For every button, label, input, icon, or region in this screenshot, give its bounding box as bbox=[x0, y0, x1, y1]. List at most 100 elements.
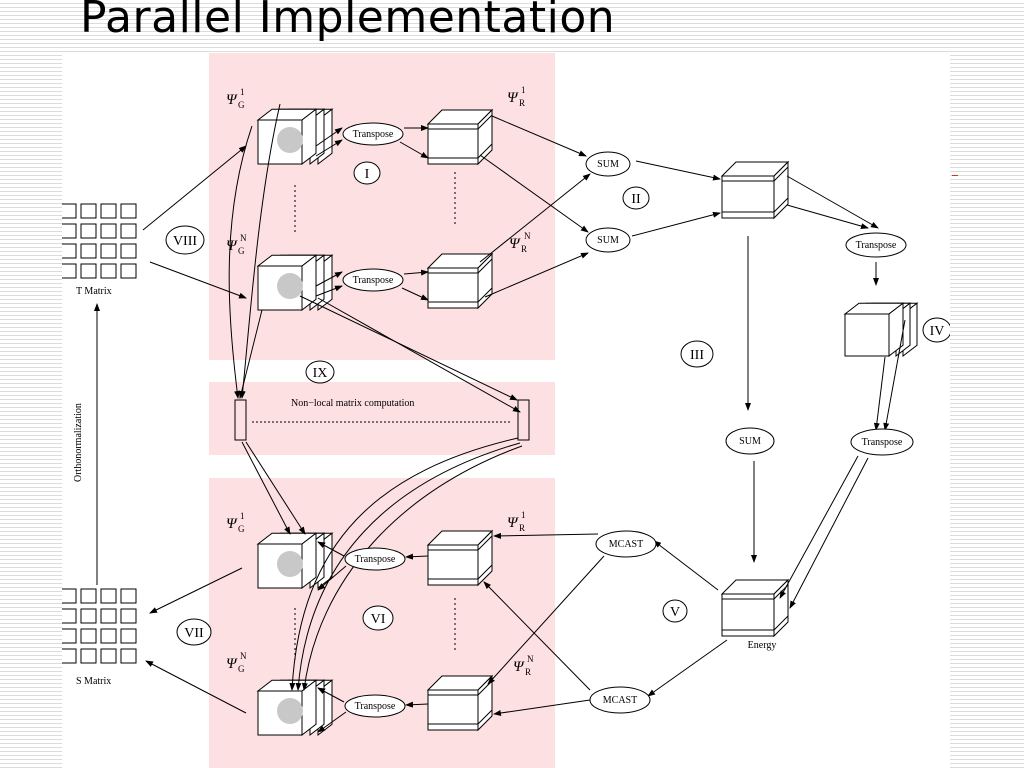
s-matrix-cell bbox=[100, 588, 117, 604]
t-matrix-cell bbox=[80, 203, 97, 219]
cube-psi-g-n-bottom bbox=[256, 679, 334, 737]
psi-g-n-top-sup: N bbox=[240, 233, 247, 243]
step-VII-label: VII bbox=[184, 626, 204, 641]
op-mcast-1: MCAST bbox=[595, 530, 657, 558]
op-sum-1-label: SUM bbox=[597, 159, 619, 170]
psi-g-1-bot-sup: 1 bbox=[240, 511, 245, 521]
edge-mcast2-r1 bbox=[483, 581, 591, 691]
s-matrix-cell bbox=[62, 608, 77, 624]
cube-summed-density bbox=[720, 160, 790, 220]
t-matrix-cell bbox=[62, 243, 77, 259]
step-VIII: VIII bbox=[165, 225, 205, 255]
s-matrix-cell bbox=[62, 588, 77, 604]
psi-r-n-bot: Ψ R N bbox=[513, 654, 534, 677]
psi-r-1-bot-sub: R bbox=[519, 523, 525, 533]
step-IV: IV bbox=[922, 317, 950, 343]
step-VI-label: VI bbox=[371, 612, 386, 627]
cube-psi-r-1-bottom bbox=[426, 529, 494, 587]
op-transpose-right-label: Transpose bbox=[856, 240, 897, 251]
edge-gn-nonlocal bbox=[238, 309, 263, 399]
step-IV-label: IV bbox=[930, 324, 945, 339]
step-VIII-label: VIII bbox=[173, 234, 197, 249]
cube-psi-g-n-top bbox=[256, 254, 334, 312]
step-I-label: I bbox=[365, 167, 370, 182]
t-matrix-cell bbox=[62, 203, 77, 219]
edge-r1-sum2 bbox=[479, 154, 589, 233]
step-VII: VII bbox=[176, 618, 212, 646]
psi-g-1-top-symbol: Ψ bbox=[226, 92, 238, 108]
edge-r1b-transpose bbox=[405, 553, 429, 560]
step-II: II bbox=[622, 186, 650, 210]
edge-rn-sum1 bbox=[479, 173, 591, 263]
diagram-panel: T Matrix S Matrix Orthonormalization Non… bbox=[62, 52, 950, 768]
t-matrix-cell bbox=[100, 243, 117, 259]
psi-r-1-top-sub: R bbox=[519, 98, 525, 108]
psi-r-1-top: Ψ R 1 bbox=[507, 85, 526, 108]
t-matrix-cell bbox=[80, 263, 97, 279]
energy-label: Energy bbox=[748, 640, 777, 651]
psi-r-n-top-sub: R bbox=[521, 244, 527, 254]
edge-rnb-transpose bbox=[405, 701, 429, 708]
edge-cube-transpose-right bbox=[786, 175, 879, 229]
slide-title: Parallel Implementation bbox=[80, 0, 616, 43]
op-transpose-bot1: Transpose bbox=[344, 547, 406, 571]
t-matrix-label: T Matrix bbox=[76, 286, 112, 297]
psi-g-1-bot: Ψ G 1 bbox=[226, 511, 245, 534]
psi-r-n-top-sup: N bbox=[524, 231, 531, 241]
psi-r-1-top-sup: 1 bbox=[521, 85, 526, 95]
op-transpose-topn: Transpose bbox=[342, 268, 404, 292]
op-transpose-topn-label: Transpose bbox=[353, 275, 394, 286]
orthonormalization-label: Orthonormalization bbox=[73, 403, 84, 482]
op-transpose-bot1-label: Transpose bbox=[355, 554, 396, 565]
nonlocal-label: Non−local matrix computation bbox=[291, 398, 414, 409]
edge-gn-nonlocal-right bbox=[299, 295, 518, 401]
t-matrix-cell bbox=[100, 203, 117, 219]
edge-sum2-cube bbox=[631, 211, 721, 237]
edge-cube-transpose-lower-b bbox=[883, 319, 906, 431]
edge-nonlocal-g1b-b bbox=[245, 441, 306, 535]
psi-g-1-bot-symbol: Ψ bbox=[226, 516, 238, 532]
step-V-label: V bbox=[670, 605, 680, 620]
psi-r-1-bot-sup: 1 bbox=[521, 510, 526, 520]
s-matrix-cell bbox=[100, 608, 117, 624]
psi-g-n-bot-symbol: Ψ bbox=[226, 656, 238, 672]
op-transpose-lower: Transpose bbox=[850, 428, 914, 456]
edge-mcast1-r1 bbox=[493, 532, 599, 539]
edge-transposen-rnb bbox=[401, 287, 429, 301]
t-matrix-cell bbox=[80, 243, 97, 259]
op-sum-2-label: SUM bbox=[597, 235, 619, 246]
edge-nonlocal-g1b bbox=[241, 441, 291, 535]
t-matrix-cell bbox=[62, 263, 77, 279]
step-I: I bbox=[353, 161, 381, 185]
s-matrix-cell bbox=[80, 588, 97, 604]
psi-r-1-bot-symbol: Ψ bbox=[507, 515, 519, 531]
edge-transposenb-gnb bbox=[317, 687, 345, 703]
psi-g-n-top-symbol: Ψ bbox=[226, 238, 238, 254]
op-sum-3: SUM bbox=[725, 427, 775, 455]
edge-gn-transpose-b bbox=[315, 285, 343, 297]
edge-mcast2-rn bbox=[493, 699, 591, 716]
op-transpose-botn-label: Transpose bbox=[355, 701, 396, 712]
edge-transposeb-g1b bbox=[317, 541, 345, 557]
edge-r1-sum1 bbox=[491, 115, 587, 157]
step-IX: IX bbox=[305, 360, 335, 384]
edge-gn-nonlocal-right-b bbox=[317, 297, 521, 413]
psi-g-n-bot: Ψ G N bbox=[226, 651, 247, 674]
s-matrix-cell bbox=[120, 628, 137, 644]
edge-g1-transpose bbox=[315, 127, 343, 147]
s-matrix-grid bbox=[62, 588, 137, 664]
op-mcast-1-label: MCAST bbox=[609, 539, 643, 550]
t-matrix-cell bbox=[62, 223, 77, 239]
t-matrix-cell bbox=[80, 223, 97, 239]
edge-transposeb-g1b-b bbox=[317, 565, 347, 591]
edge-energy-mcast2 bbox=[647, 639, 728, 697]
t-matrix-cell bbox=[100, 223, 117, 239]
edge-transpose-lower-energy bbox=[779, 455, 859, 599]
s-matrix-cell bbox=[120, 608, 137, 624]
psi-r-n-top-symbol: Ψ bbox=[509, 236, 521, 252]
s-matrix-label: S Matrix bbox=[76, 676, 111, 687]
nonlocal-bar-right bbox=[517, 399, 530, 441]
step-II-label: II bbox=[631, 192, 641, 207]
edge-energy-mcast1 bbox=[653, 540, 719, 591]
psi-r-n-bot-sub: R bbox=[525, 667, 531, 677]
